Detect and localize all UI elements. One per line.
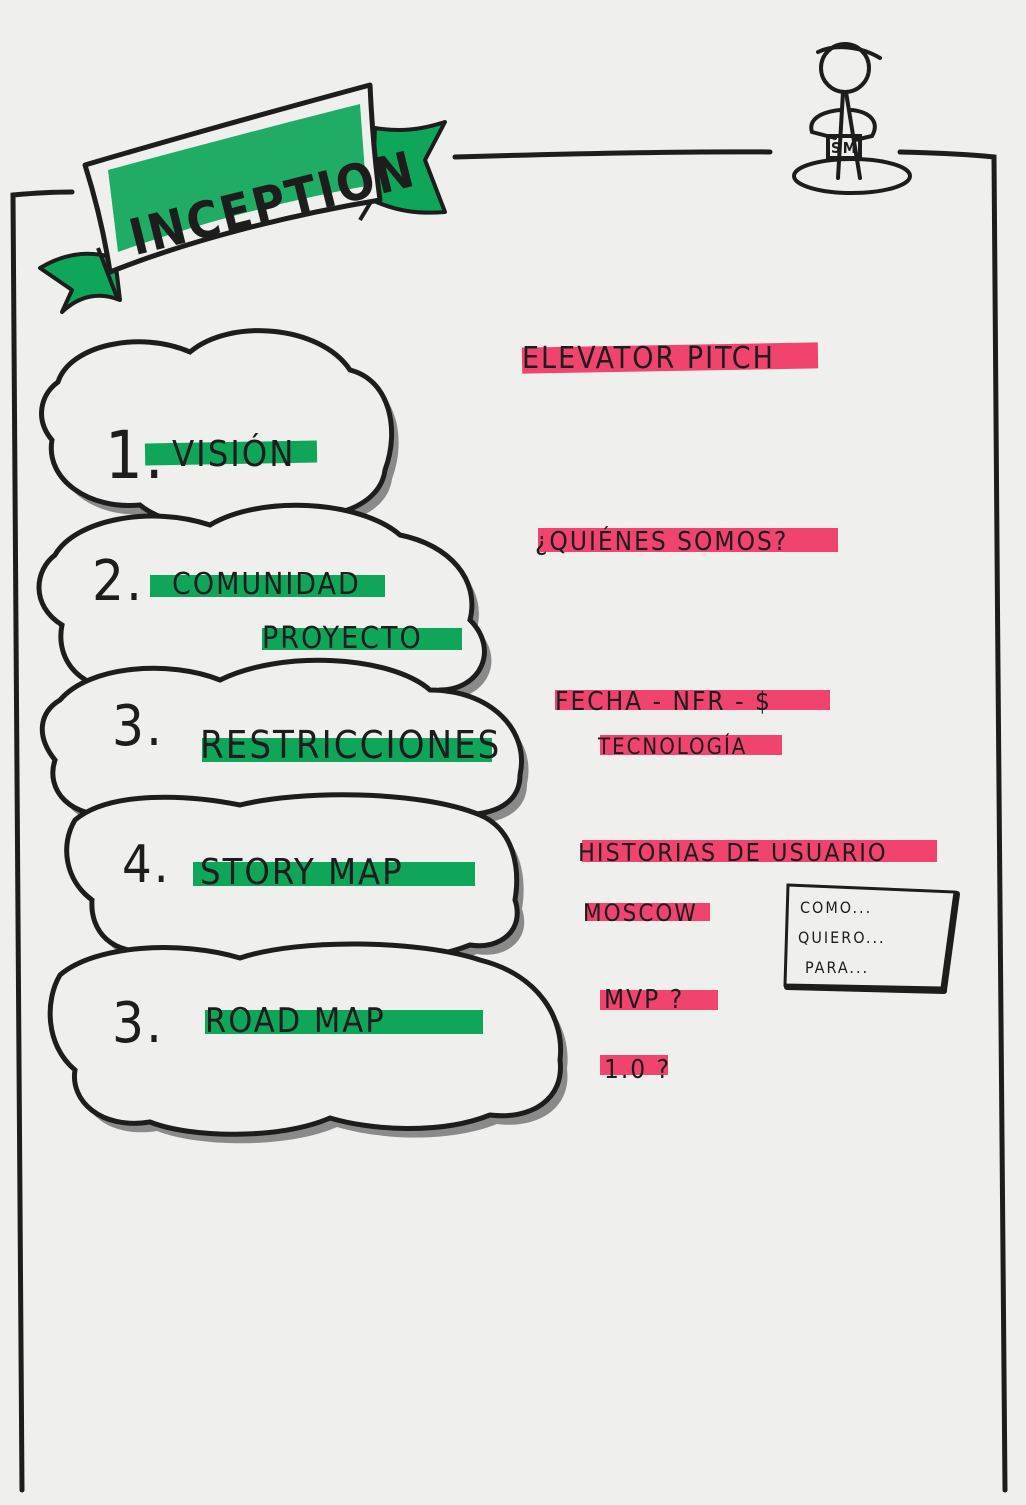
step-2-label-2: Proyecto <box>262 621 423 656</box>
page-frame <box>10 149 1008 1493</box>
user-story-card <box>783 883 960 994</box>
cloud-story-map <box>64 792 525 972</box>
note-version-1: 1.0 ? <box>604 1055 671 1085</box>
user-story-quiero: Quiero... <box>798 928 886 947</box>
note-fecha-nfr: Fecha - NFR - $ <box>555 687 772 717</box>
note-quienes-somos: ¿Quiénes somos? <box>535 525 788 557</box>
cloud-vision <box>39 328 399 536</box>
step-1-number: 1. <box>105 417 166 494</box>
note-elevator-pitch: Elevator pitch <box>522 341 775 376</box>
figure-badge: SM <box>831 139 858 157</box>
note-highlights <box>521 342 937 1075</box>
step-3-label: Restricciones <box>200 723 501 767</box>
step-3-number: 3. <box>112 694 164 759</box>
step-2-label: Comunidad <box>172 567 361 602</box>
note-historias-de-usuario: Historias de usuario <box>578 838 888 867</box>
user-story-como: Como... <box>800 898 872 917</box>
step-1-label: Visión <box>172 433 296 475</box>
scrum-master-figure <box>792 42 912 195</box>
step-5-number: 3. <box>112 991 164 1056</box>
step-4-label: Story Map <box>200 852 404 893</box>
cloud-comunidad <box>36 502 492 713</box>
title-banner: Inception <box>38 82 447 314</box>
step-5-label: Road Map <box>205 1001 386 1041</box>
step-2-number: 2. <box>92 549 144 614</box>
cloud-road-map <box>47 941 568 1144</box>
note-moscow: Moscow <box>583 899 698 927</box>
user-story-para: Para... <box>805 958 869 977</box>
note-tecnologia: Tecnología <box>597 734 747 760</box>
step-4-number: 4. <box>122 835 171 895</box>
note-mvp: MVP ? <box>604 985 684 1015</box>
